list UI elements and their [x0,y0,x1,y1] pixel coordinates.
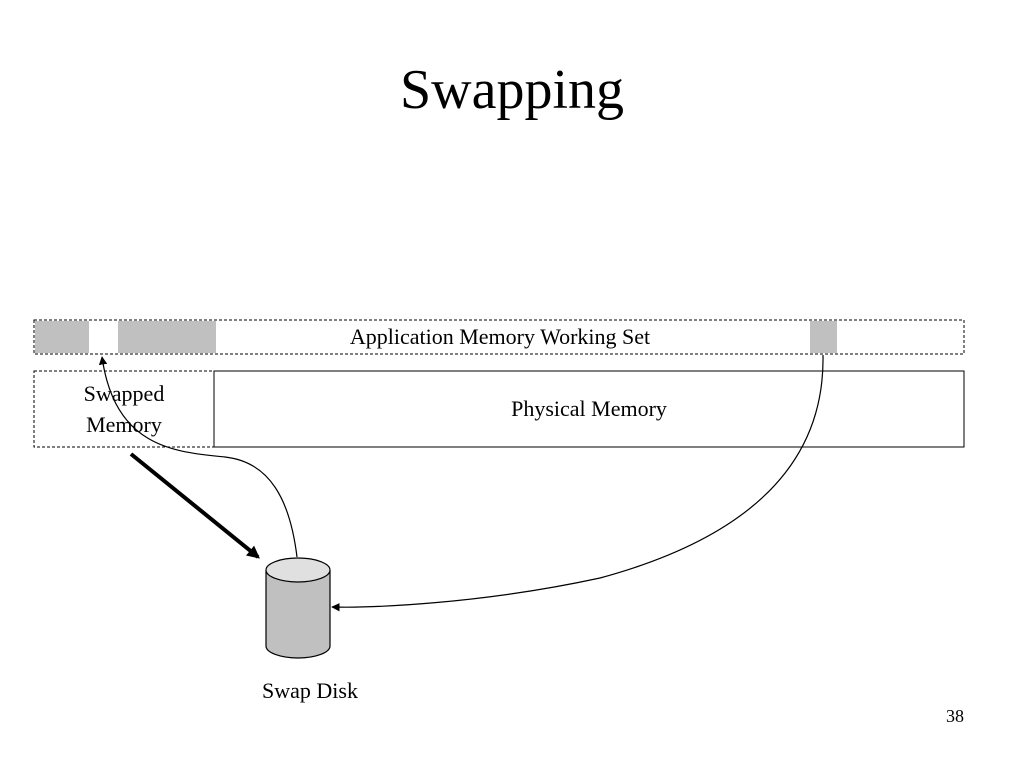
working-set-page-2 [118,321,216,353]
swap-disk-cylinder [265,557,331,659]
swapped-memory-label: Swapped Memory [83,381,165,437]
slide-title: Swapping [400,59,624,121]
physical-memory-box [213,370,965,448]
swap-in-arrow [98,356,298,558]
working-set-page-1 [35,321,89,353]
page-number: 38 [946,706,964,726]
swapped-to-disk-arrow [129,452,260,559]
working-set-page-3 [810,321,837,353]
working-set-label: Application Memory Working Set [349,324,651,349]
swap-disk-label: Swap Disk [262,678,358,703]
swap-out-arrow [331,354,824,612]
physical-memory-label: Physical Memory [511,396,667,421]
